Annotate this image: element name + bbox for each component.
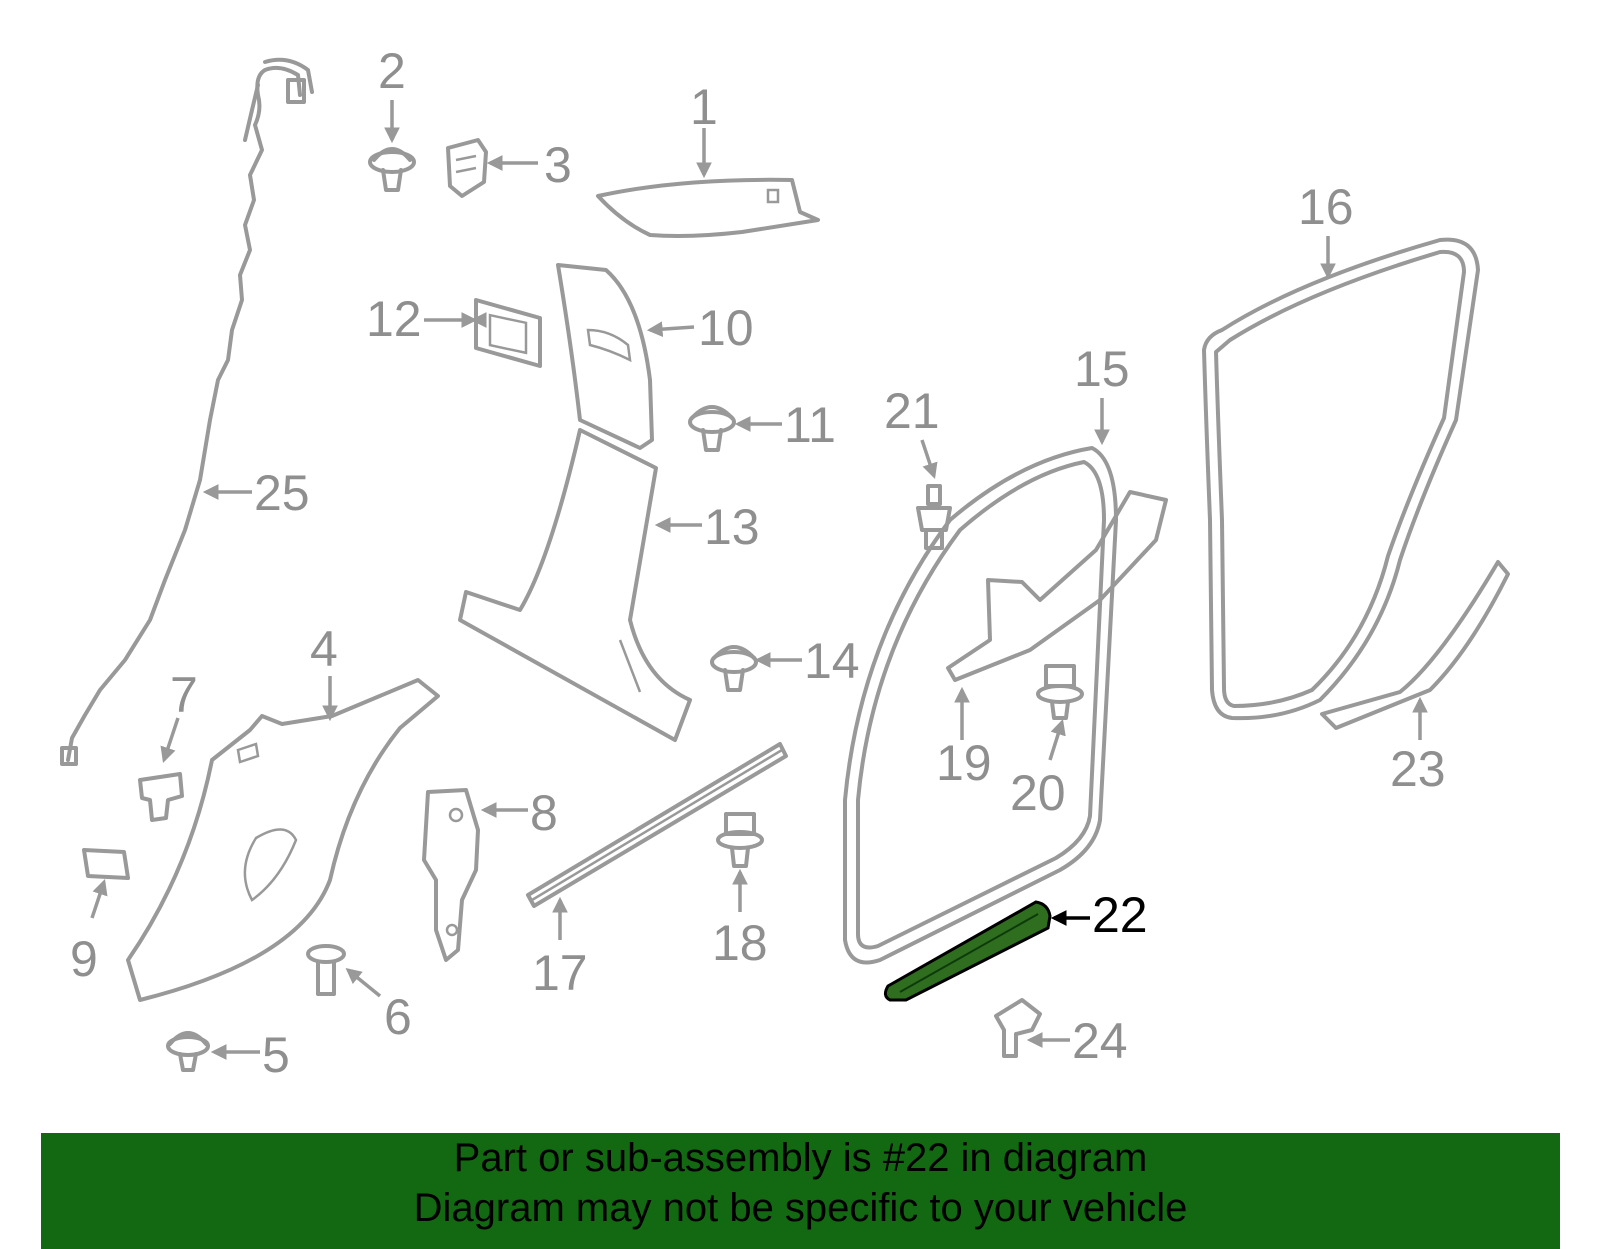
part-5-clip bbox=[166, 1031, 210, 1072]
part-23-sill-plate bbox=[1320, 560, 1510, 730]
callout-15: 15 bbox=[1074, 341, 1130, 397]
part-14-clip bbox=[710, 645, 758, 692]
banner-line-part: Part or sub-assembly is #22 in diagram bbox=[453, 1136, 1148, 1180]
callout-9: 9 bbox=[70, 931, 98, 987]
callout-8: 8 bbox=[530, 785, 558, 841]
callout-23: 23 bbox=[1390, 741, 1446, 797]
part-10-b-pillar-upper bbox=[556, 263, 654, 450]
part-19-trim bbox=[946, 490, 1168, 682]
part-15-door-seal bbox=[843, 446, 1118, 965]
callout-5: 5 bbox=[262, 1027, 290, 1083]
banner-line-disclaimer: Diagram may not be specific to your vehi… bbox=[413, 1186, 1188, 1230]
callout-arrows bbox=[90, 100, 1428, 1060]
callout-22: 22 bbox=[1092, 887, 1148, 943]
callout-17: 17 bbox=[532, 945, 588, 1001]
part-17-sill-strip bbox=[526, 742, 788, 908]
part-3-clip bbox=[446, 138, 488, 198]
part-6-screw bbox=[306, 944, 346, 996]
callout-25: 25 bbox=[254, 465, 310, 521]
callout-20: 20 bbox=[1010, 765, 1066, 821]
callout-14: 14 bbox=[804, 633, 860, 689]
part-22-scuff-plate bbox=[883, 900, 1052, 1002]
part-2-push-clip bbox=[368, 147, 416, 192]
callout-18: 18 bbox=[712, 915, 768, 971]
part-13-b-pillar-lower bbox=[458, 428, 692, 742]
callout-21: 21 bbox=[884, 383, 940, 439]
part-16-body-seal bbox=[1202, 237, 1480, 721]
callout-19: 19 bbox=[936, 735, 992, 791]
callout-11: 11 bbox=[784, 397, 836, 453]
part-9-clip bbox=[82, 848, 130, 880]
callout-6: 6 bbox=[384, 989, 412, 1045]
part-11-clip bbox=[688, 405, 736, 452]
part-21-pin bbox=[916, 484, 952, 550]
part-18-clip bbox=[716, 812, 764, 868]
part-12-grille bbox=[474, 298, 542, 368]
callout-24: 24 bbox=[1072, 1013, 1128, 1069]
part-7-clip bbox=[138, 772, 184, 822]
part-20-clip bbox=[1036, 664, 1084, 720]
part-25-wiring-harness bbox=[60, 57, 314, 766]
callout-16: 16 bbox=[1298, 179, 1354, 235]
part-4-quarter-trim bbox=[126, 678, 440, 1002]
callout-12: 12 bbox=[366, 291, 422, 347]
callout-labels: 1 2 3 4 5 6 7 8 9 10 11 12 13 14 15 16 1… bbox=[70, 43, 1446, 1083]
callout-2: 2 bbox=[378, 43, 406, 99]
callout-1: 1 bbox=[690, 79, 718, 135]
part-8-bracket bbox=[422, 788, 480, 962]
callout-13: 13 bbox=[704, 499, 760, 555]
part-24-clip bbox=[994, 998, 1042, 1058]
callout-10: 10 bbox=[698, 300, 754, 356]
callout-7: 7 bbox=[170, 667, 198, 723]
part-1-upper-trim bbox=[596, 177, 820, 238]
callout-3: 3 bbox=[544, 137, 572, 193]
callout-4: 4 bbox=[310, 621, 338, 677]
info-banner: Part or sub-assembly is #22 in diagram D… bbox=[41, 1133, 1560, 1249]
